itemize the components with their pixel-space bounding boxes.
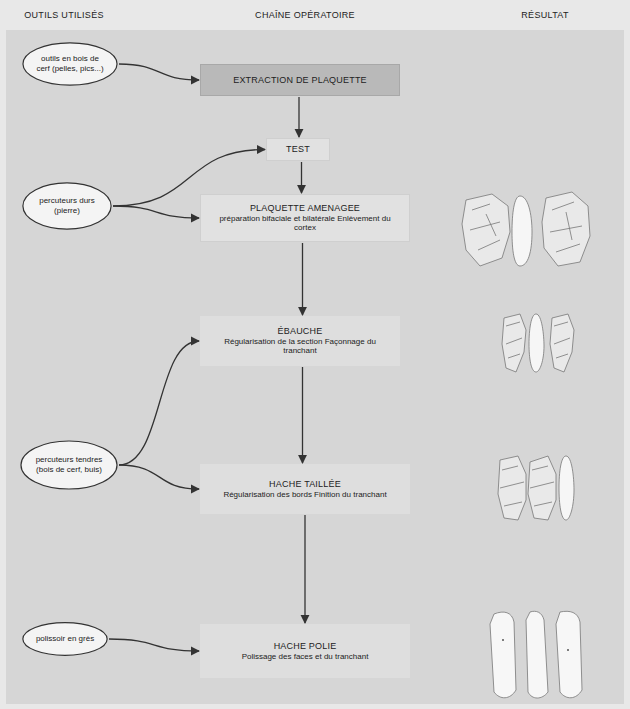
process-box: EXTRACTION DE PLAQUETTE (200, 64, 400, 96)
flow-arrow (119, 341, 199, 465)
node-description: Polissage des faces et du tranchant (242, 652, 369, 662)
knapped-axe (498, 456, 526, 520)
flow-arrow (119, 64, 199, 80)
process-box: ÉBAUCHERégularisation de la section Faço… (200, 316, 400, 366)
process-box: HACHE TAILLÉERégularisation des bords Fi… (200, 464, 410, 514)
process-box: TEST (266, 138, 330, 161)
node-title: HACHE POLIE (274, 641, 337, 652)
node-title: outils en bois de cerf (pelles, pics...) (34, 54, 106, 73)
polished-axe (490, 612, 516, 698)
flow-arrow (302, 243, 303, 315)
node-title: PLAQUETTE AMENAGEE (250, 203, 360, 214)
node-description: préparation bifaciale et bilatérale Enlè… (209, 214, 401, 233)
flaked-blank (462, 194, 510, 266)
tool-ellipse: outils en bois de cerf (pelles, pics...) (22, 42, 118, 86)
column-heading: CHAÎNE OPÉRATOIRE (255, 10, 355, 20)
column-heading: OUTILS UTILISÉS (24, 10, 104, 20)
roughout (502, 314, 526, 372)
node-title: ÉBAUCHE (278, 326, 323, 337)
process-box: PLAQUETTE AMENAGEEpréparation bifaciale … (200, 194, 410, 242)
roughout (550, 314, 574, 372)
flow-arrow (304, 515, 305, 623)
flow-arrow (113, 206, 199, 218)
node-title: polissoir en grès (36, 634, 94, 644)
flow-arrow (119, 465, 199, 489)
node-title: TEST (286, 144, 310, 155)
flow-arrow (109, 639, 199, 651)
roughout-profile (529, 314, 544, 372)
node-title: percuteurs durs (pierre) (34, 196, 100, 215)
blank-profile (512, 196, 532, 266)
node-description: Régularisation de la section Façonnage d… (208, 337, 392, 356)
flow-arrow (298, 97, 299, 137)
column-heading: RÉSULTAT (521, 10, 568, 20)
flow-arrow (302, 367, 303, 463)
node-title: percuteurs tendres (bois de cerf, buis) (32, 455, 106, 474)
node-title: HACHE TAILLÉE (269, 479, 341, 490)
node-description: Régularisation des bords Finition du tra… (223, 490, 386, 500)
tool-ellipse: polissoir en grès (22, 622, 108, 656)
knapped-axe (528, 456, 556, 520)
polished-axe-side (526, 611, 548, 698)
knapped-profile (559, 456, 574, 520)
node-title: EXTRACTION DE PLAQUETTE (233, 75, 367, 86)
tool-ellipse: percuteurs durs (pierre) (22, 182, 112, 230)
flaked-blank (542, 192, 590, 266)
polished-axe (556, 611, 582, 697)
tool-ellipse: percuteurs tendres (bois de cerf, buis) (20, 440, 118, 490)
flow-arrow (301, 162, 302, 193)
process-box: HACHE POLIEPolissage des faces et du tra… (200, 624, 410, 678)
